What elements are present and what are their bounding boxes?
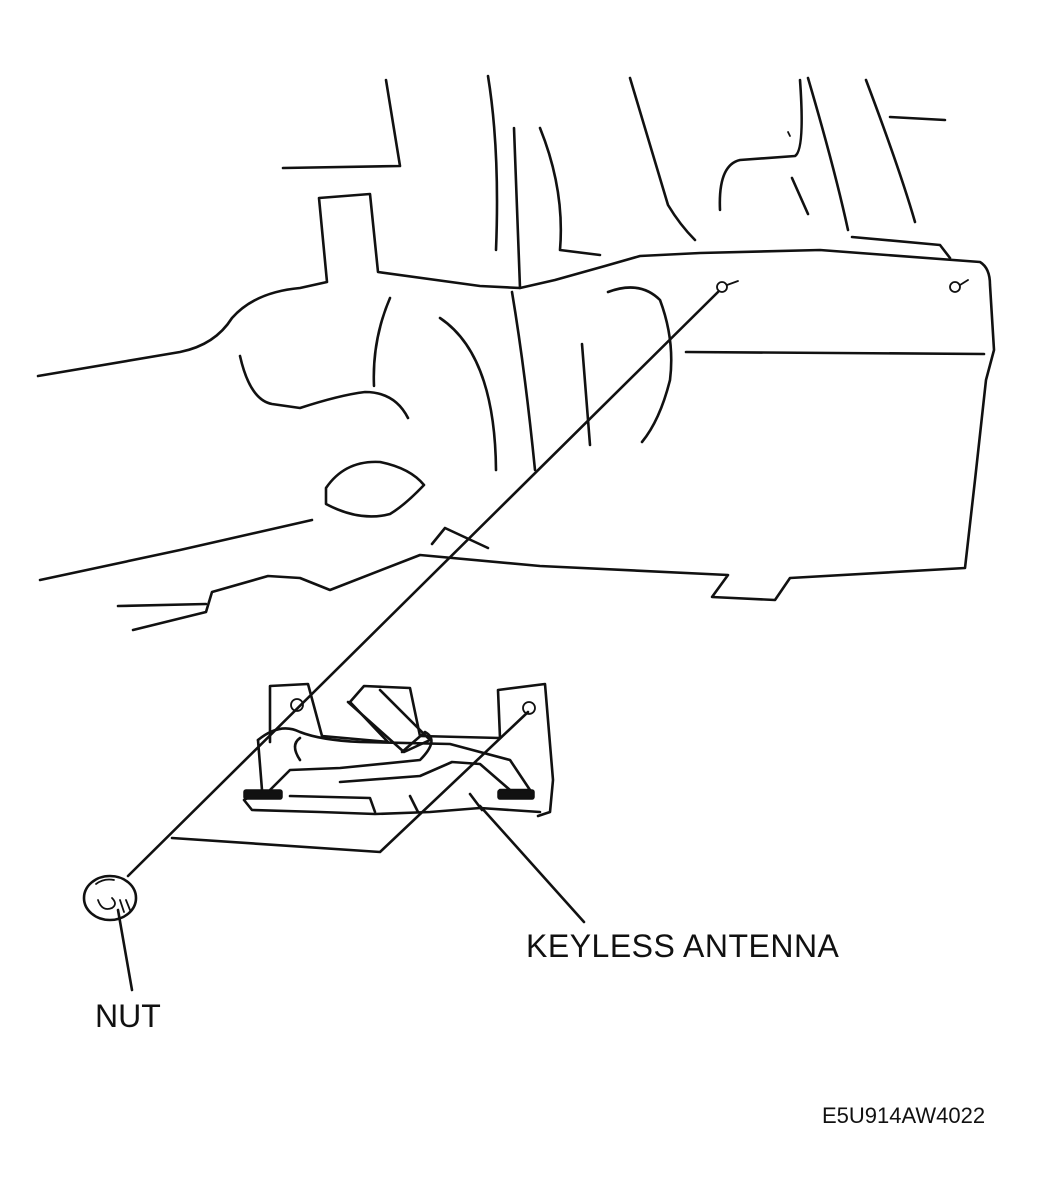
nut-label: NUT (95, 998, 161, 1034)
leader-lines (116, 804, 586, 992)
keyless-antenna-bracket (242, 682, 555, 818)
figure-code: E5U914AW4022 (822, 1103, 986, 1128)
vehicle-body-structure (36, 74, 996, 632)
mounting-stud-right (949, 279, 969, 293)
nut (82, 874, 138, 922)
keyless-antenna-label: KEYLESS ANTENNA (526, 928, 840, 964)
alignment-lines (126, 290, 720, 878)
mounting-stud-left (716, 280, 739, 293)
